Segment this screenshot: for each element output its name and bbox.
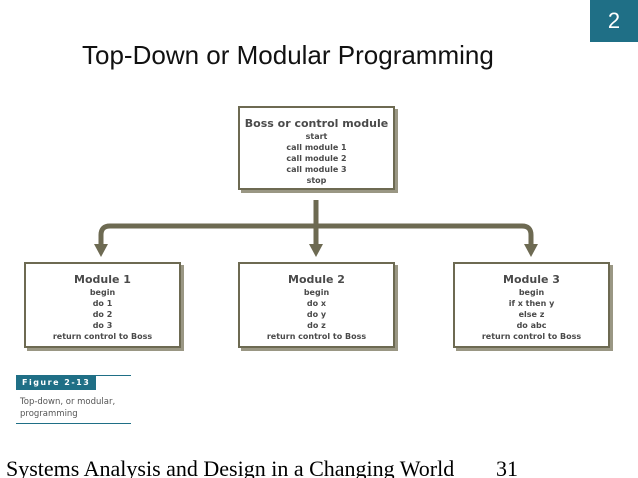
module-3-title: Module 3: [503, 273, 560, 286]
module-1-box: Module 1 begin do 1 do 2 do 3 return con…: [24, 262, 181, 348]
figure-label: Figure 2-13: [16, 376, 97, 390]
module-1-line: do 3: [92, 321, 113, 330]
connector-left-branch: [98, 223, 316, 246]
module-3-line: begin: [518, 288, 545, 297]
module-1-line: do 1: [92, 299, 113, 308]
module-1-line: return control to Boss: [52, 332, 153, 341]
module-2-title: Module 2: [288, 273, 345, 286]
arrowhead-module-2: [309, 244, 323, 257]
boss-line: start: [305, 132, 328, 141]
page-number: 31: [496, 456, 518, 478]
module-2-box: Module 2 begin do x do y do z return con…: [238, 262, 395, 348]
module-3-line: return control to Boss: [481, 332, 582, 341]
slide-title: Top-Down or Modular Programming: [82, 40, 494, 70]
module-3-box: Module 3 begin if x then y else z do abc…: [453, 262, 610, 348]
footer-book-title: Systems Analysis and Design in a Changin…: [6, 456, 455, 478]
module-2-line: return control to Boss: [266, 332, 367, 341]
figure-caption-text: Top-down, or modular, programming: [20, 397, 116, 419]
boss-module-title: Boss or control module: [244, 117, 389, 130]
module-1-line: do 2: [92, 310, 113, 319]
module-1-line: begin: [89, 288, 116, 297]
module-2-line: do y: [306, 310, 327, 319]
module-3-line: do abc: [516, 321, 547, 330]
boss-module-box: Boss or control module start call module…: [238, 106, 395, 190]
boss-line: call module 3: [286, 165, 347, 174]
arrowhead-module-1: [94, 244, 108, 257]
chapter-badge: 2: [590, 0, 638, 42]
figure-rule-top: [16, 375, 131, 376]
module-2-line: do z: [307, 321, 326, 330]
figure-rule-bottom: [16, 423, 131, 424]
boss-line: stop: [306, 176, 327, 185]
module-2-line: begin: [303, 288, 330, 297]
boss-line: call module 2: [286, 154, 347, 163]
module-3-line: else z: [518, 310, 545, 319]
connector-right-branch: [316, 223, 534, 246]
boss-line: call module 1: [286, 143, 347, 152]
module-2-line: do x: [306, 299, 327, 308]
module-1-title: Module 1: [74, 273, 131, 286]
arrowhead-module-3: [524, 244, 538, 257]
module-3-line: if x then y: [508, 299, 555, 308]
